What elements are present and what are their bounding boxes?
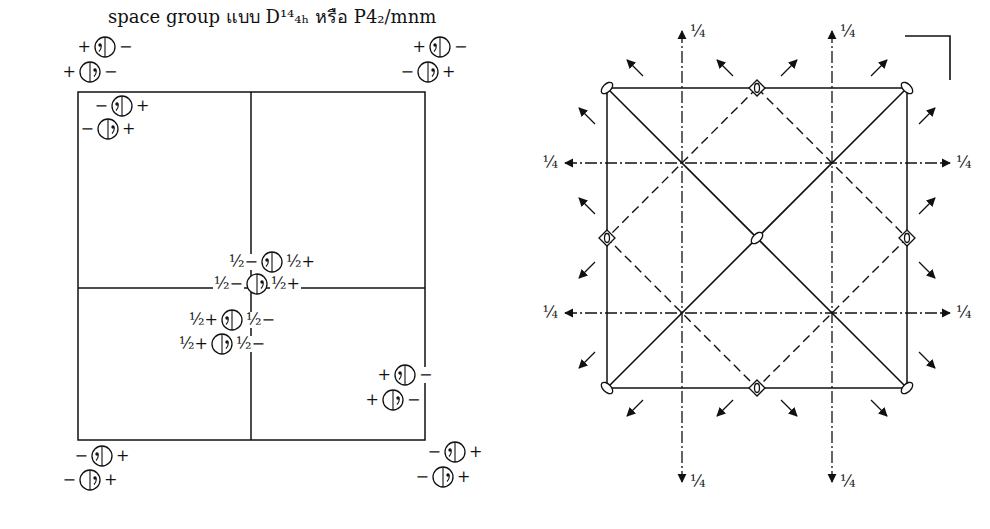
position-circle [262,252,282,272]
mirror-plane-corner [905,36,950,80]
height-sign: − [453,39,468,55]
height-sign: + [468,444,483,460]
position-circle [95,37,115,57]
axis-height-fraction: ¼ [689,474,707,490]
axis-height-fraction: ¼ [839,474,857,490]
position-circle [445,442,465,462]
axis-height-fraction: ¼ [541,305,559,321]
position-circle [98,119,118,139]
axis-height-fraction: ¼ [955,305,973,321]
height-sign: + [365,392,380,408]
height-sign: − [80,121,95,137]
position-circle [395,365,415,385]
position-circle [433,467,453,487]
height-sign: ½+ [188,312,219,328]
position-circle [80,470,100,490]
position-circle [112,96,132,116]
height-sign: + [103,472,118,488]
position-circle [212,334,232,354]
height-sign: + [115,448,130,464]
diagram-title: space group แบบ D¹⁴₄ₕ หรือ P4₂/mnm [108,6,436,28]
height-sign: − [406,392,421,408]
position-circle [418,62,438,82]
position-circles [80,37,465,490]
height-sign: ½+ [178,336,209,352]
axis-height-fraction: ¼ [839,24,857,40]
height-sign: − [118,39,133,55]
height-sign: − [74,448,89,464]
position-circle [222,310,242,330]
position-circle [430,37,450,57]
height-sign: + [77,39,92,55]
height-sign: − [427,444,442,460]
height-sign: + [135,98,150,114]
height-sign: ½+ [285,254,316,270]
glide-axes [565,31,950,482]
height-sign: − [62,472,77,488]
height-sign: − [94,98,109,114]
axis-height-fraction: ¼ [541,155,559,171]
height-sign: + [441,64,456,80]
twofold-axis-arrows [579,60,935,416]
axis-height-fraction: ¼ [955,155,973,171]
position-circle [247,274,267,294]
height-sign: + [62,64,77,80]
height-sign: ½− [245,312,276,328]
height-sign: ½− [228,254,259,270]
height-sign: − [400,64,415,80]
fourfold-screw-symbols [599,80,915,396]
height-sign: ½− [235,336,266,352]
twofold-symbols [599,80,915,396]
position-circle [80,62,100,82]
position-circle [383,390,403,410]
axis-height-fraction: ¼ [689,24,707,40]
height-sign: ½+ [270,276,301,292]
height-sign: + [456,469,471,485]
position-circle [92,446,112,466]
height-sign: + [412,39,427,55]
height-sign: + [377,367,392,383]
cell-outline [78,92,425,440]
height-sign: + [121,121,136,137]
height-sign: − [415,469,430,485]
height-sign: − [103,64,118,80]
symmetry-cell [607,88,907,388]
height-sign: ½− [213,276,244,292]
height-sign: − [418,367,433,383]
